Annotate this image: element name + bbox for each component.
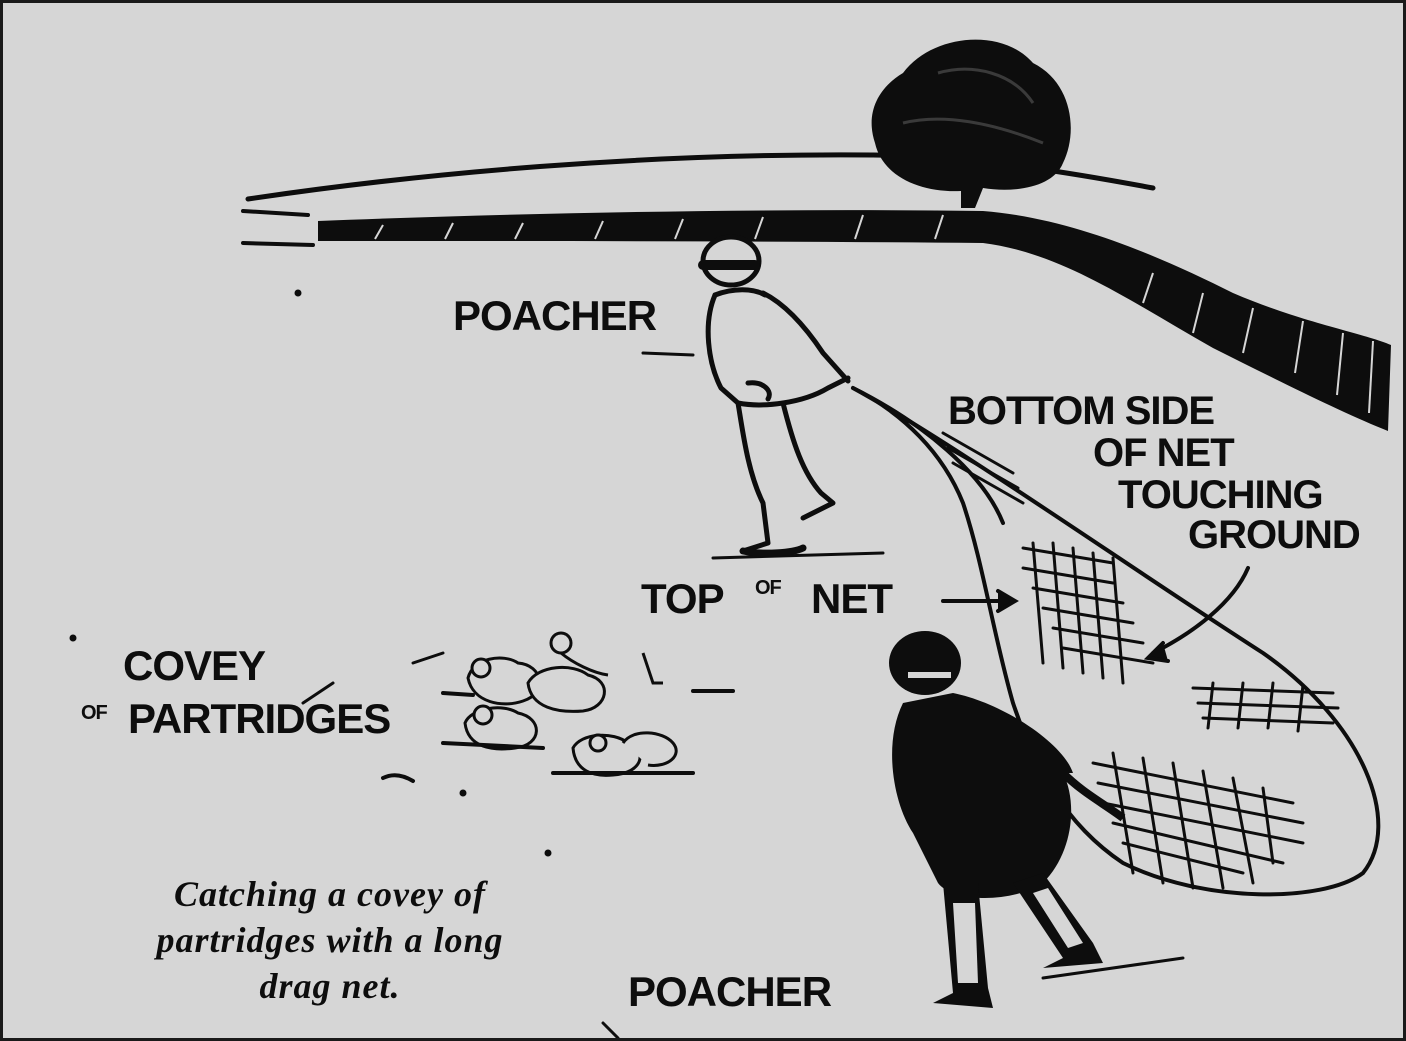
- hedgerow: [318, 210, 1391, 431]
- caption-line3: drag net.: [259, 966, 401, 1006]
- bottom-side-label-line1: BOTTOM SIDE: [948, 389, 1215, 433]
- bottom-side-label-line2: OF NET: [1093, 431, 1235, 475]
- top-of-net-label-net: NET: [811, 575, 893, 622]
- caption-line1: Catching a covey of: [174, 874, 486, 914]
- arrows: [941, 566, 1250, 663]
- ground-shadows: [381, 689, 735, 783]
- drag-net: [851, 386, 1381, 897]
- poacher-label-bottom: POACHER: [628, 968, 832, 1015]
- poacher-label-top: POACHER: [453, 292, 657, 339]
- top-of-net-label-top: TOP: [641, 575, 725, 622]
- covey-label-line2: PARTRIDGES: [128, 695, 391, 742]
- bottom-side-label-line3: TOUCHING: [1118, 473, 1324, 517]
- caption: Catching a covey of partridges with a lo…: [95, 871, 565, 1009]
- partridges: [463, 631, 678, 777]
- poaching-illustration: [69, 39, 1391, 1038]
- top-of-net-label-of: OF: [755, 577, 782, 599]
- ground-marks: [69, 289, 1185, 1038]
- poacher-figure-near: [889, 631, 1126, 1008]
- tree: [871, 39, 1071, 208]
- covey-label-of: OF: [81, 702, 108, 724]
- caption-line2: partridges with a long: [156, 920, 504, 960]
- bottom-side-label-line4: GROUND: [1188, 513, 1361, 557]
- poacher-figure-far: [698, 234, 851, 557]
- covey-label-line1: COVEY: [123, 642, 266, 689]
